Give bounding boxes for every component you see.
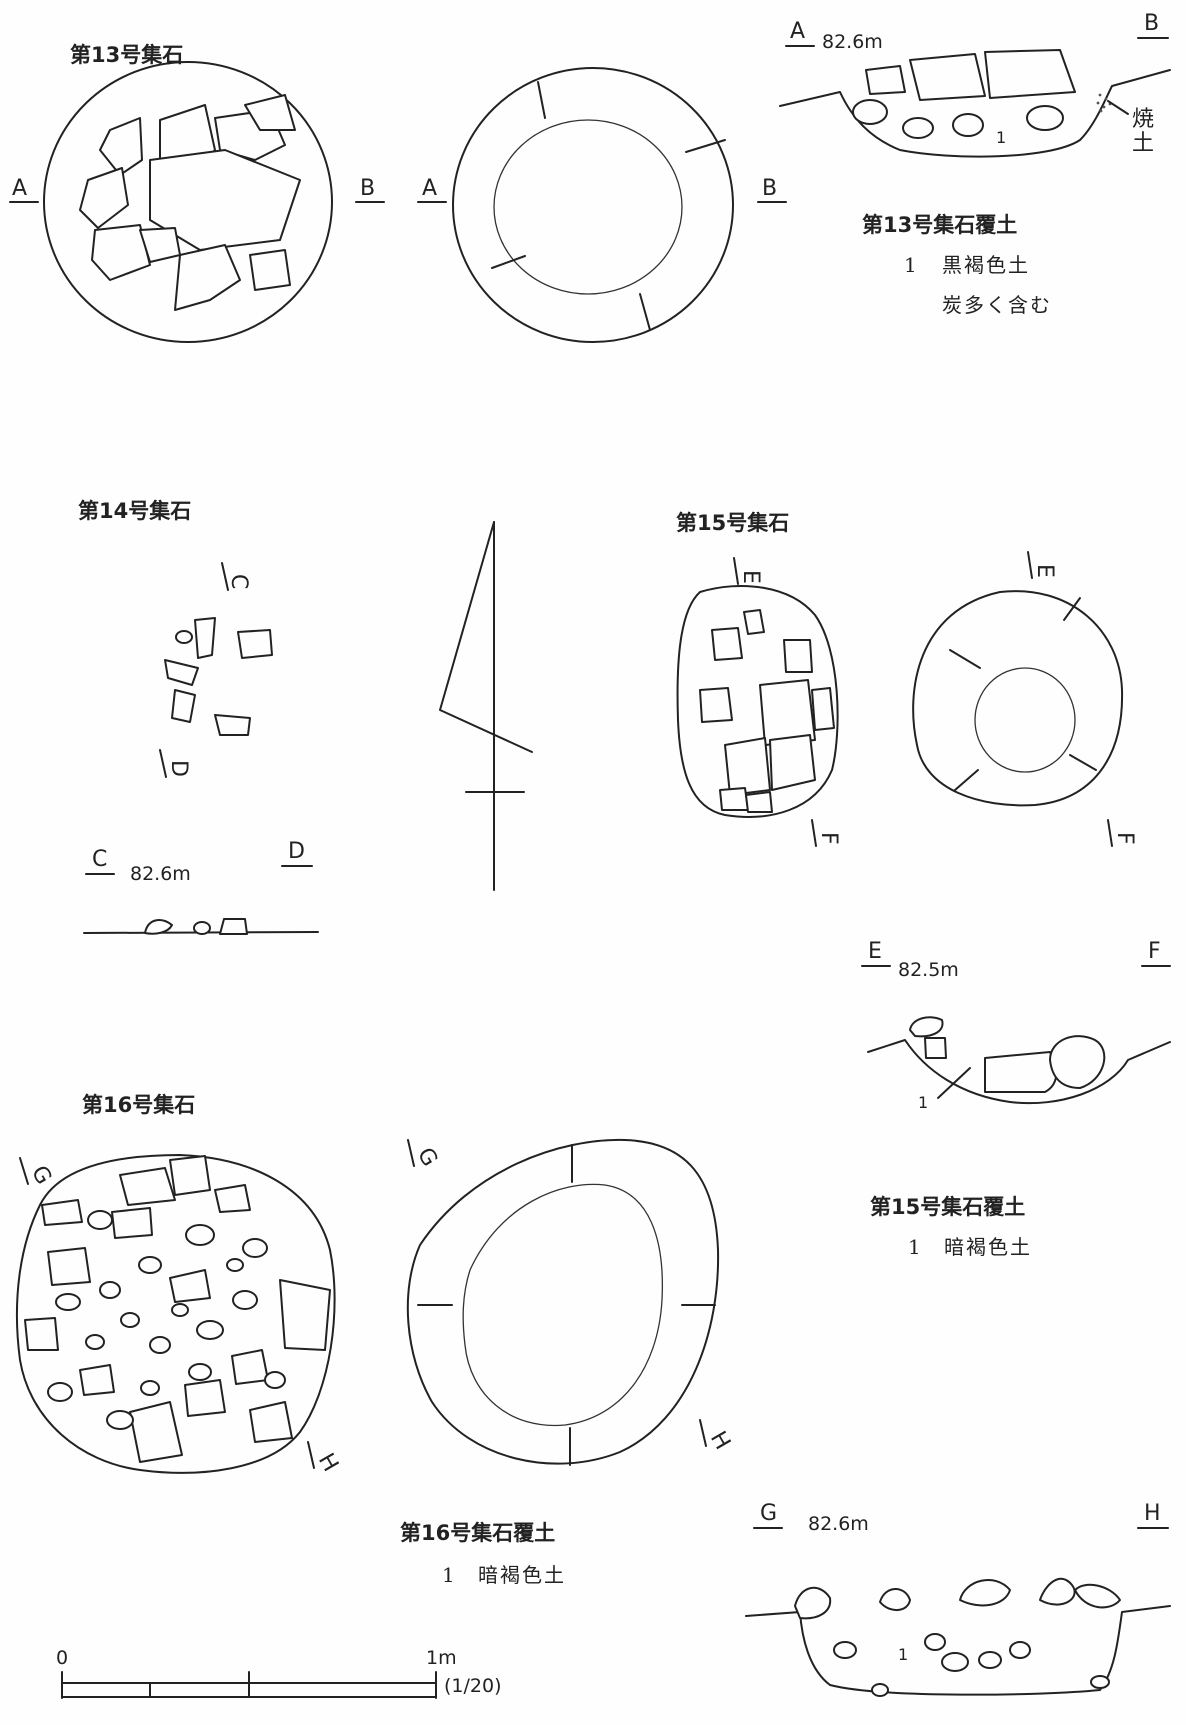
elevation-ef: 82.5m — [898, 959, 959, 981]
north-arrow — [439, 521, 533, 891]
label-f-section-15: F — [1148, 939, 1161, 964]
label-c-section-14: C — [92, 847, 107, 872]
label-b-plan-13: B — [360, 176, 375, 201]
label-e-plan-15: E — [738, 570, 763, 584]
layer-number-16: 1 — [898, 1645, 908, 1664]
label-b-outline-13: B — [762, 176, 777, 201]
feature-16-plan: 第16号集石 G H — [15, 1093, 343, 1476]
label-h-plan-16: H — [313, 1449, 343, 1476]
label-d-plan-14: D — [166, 760, 191, 777]
label-g-plan-16: G — [26, 1162, 56, 1189]
feature-16-pit-outline: G H — [406, 1138, 735, 1466]
layer-number-15: 1 — [918, 1093, 928, 1112]
burnt-soil-char-2: 土 — [1132, 131, 1154, 156]
feature-13-plan: 第13号集石 A B — [9, 43, 385, 343]
elevation-gh: 82.6m — [808, 1513, 869, 1535]
label-c-plan-14: C — [226, 574, 251, 589]
scale-ratio: (1/20) — [444, 1675, 502, 1697]
label-h-section-16: H — [1144, 1501, 1161, 1526]
elevation-cd: 82.6m — [130, 863, 191, 885]
label-h-outline-16: H — [705, 1427, 735, 1454]
feature-13-pit-outline: A B — [417, 67, 787, 343]
label-g-outline-16: G — [412, 1144, 442, 1171]
label-e-outline-15: E — [1032, 564, 1057, 578]
label-d-section-14: D — [288, 839, 305, 864]
label-a-section-13: A — [790, 19, 805, 44]
feature-15-plan: 第15号集石 E F — [676, 511, 841, 847]
layer-number-13: 1 — [996, 128, 1006, 147]
label-f-outline-15: F — [1112, 832, 1137, 845]
burnt-soil-char-1: 焼 — [1132, 107, 1154, 132]
feature-16-section: G 82.6m H 1 — [745, 1501, 1171, 1697]
legend-15-title: 第15号集石覆土 — [870, 1195, 1025, 1219]
feature-15-title: 第15号集石 — [676, 511, 789, 535]
feature-15-section: E 82.5m F 1 — [861, 939, 1171, 1112]
legend-16-title: 第16号集石覆土 — [400, 1521, 555, 1545]
label-e-section-15: E — [868, 939, 882, 964]
legend-13-line2: 炭多く含む — [942, 293, 1052, 317]
legend-16-text: 暗褐色土 — [478, 1563, 566, 1587]
scale-bar: 0 1m (1/20) — [56, 1647, 502, 1699]
legend-13-layer-no: 1 — [904, 253, 919, 277]
label-f-plan-15: F — [816, 832, 841, 845]
scale-zero: 0 — [56, 1647, 68, 1669]
scale-one-meter: 1m — [426, 1647, 457, 1669]
legend-15-text: 暗褐色土 — [944, 1235, 1032, 1259]
feature-14-plan: 第14号集石 C D — [78, 499, 273, 778]
legend-13-title: 第13号集石覆土 — [862, 213, 1017, 237]
feature-14-section: C 82.6m D — [83, 839, 319, 935]
legend-15-layer-no: 1 — [908, 1235, 923, 1259]
legend-13-line1: 黒褐色土 — [942, 253, 1030, 277]
feature-15-pit-outline: E F — [912, 551, 1137, 847]
label-a-plan-13: A — [12, 176, 27, 201]
label-a-outline-13: A — [422, 176, 437, 201]
feature-16-title: 第16号集石 — [82, 1093, 195, 1117]
feature-13-legend: 第13号集石覆土 1 黒褐色土 炭多く含む — [862, 213, 1052, 317]
legend-16-layer-no: 1 — [442, 1563, 457, 1587]
label-g-section-16: G — [760, 1501, 777, 1526]
elevation-ab: 82.6m — [822, 31, 883, 53]
feature-13-section: A 82.6m B 1 焼 土 — [779, 11, 1171, 158]
label-b-section-13: B — [1144, 11, 1159, 36]
feature-15-legend: 第15号集石覆土 1 暗褐色土 — [870, 1195, 1032, 1259]
feature-14-title: 第14号集石 — [78, 499, 191, 523]
feature-16-legend: 第16号集石覆土 1 暗褐色土 — [400, 1521, 566, 1587]
